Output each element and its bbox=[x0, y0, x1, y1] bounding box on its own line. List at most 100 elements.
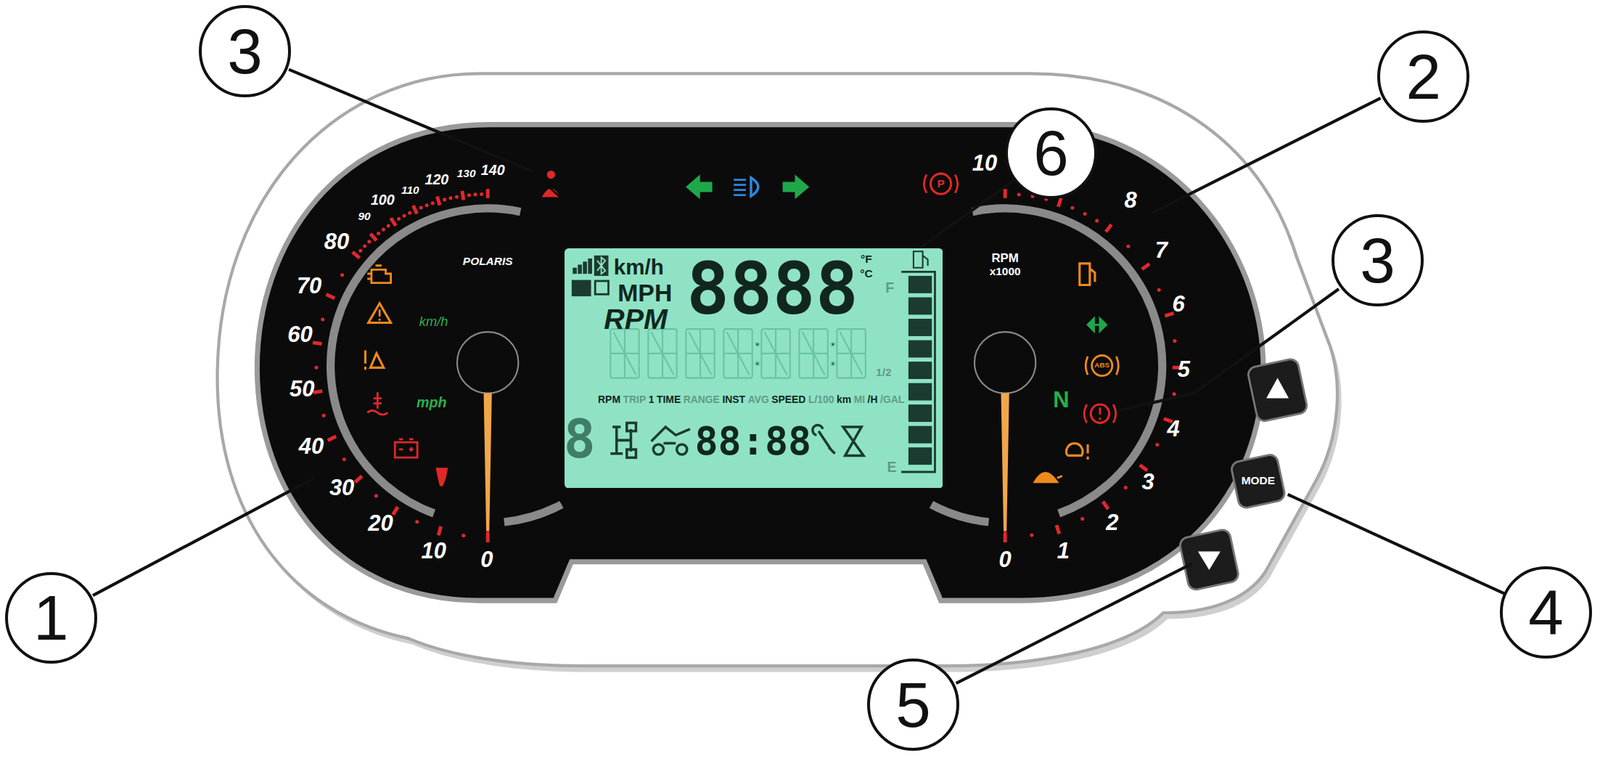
warning-lamp bbox=[733, 179, 746, 196]
warning-lamp bbox=[782, 174, 810, 200]
warning-lamp bbox=[923, 174, 958, 194]
fuel-cell bbox=[908, 446, 932, 465]
scale-mark bbox=[1080, 516, 1085, 521]
scale-mark bbox=[362, 243, 367, 248]
scale-number: 120 bbox=[424, 172, 449, 188]
segment-ghost bbox=[830, 342, 835, 347]
warning-lamp bbox=[378, 309, 381, 320]
scale-number: 2 bbox=[1105, 511, 1119, 535]
scale-mark bbox=[1142, 264, 1150, 270]
warning-lamp bbox=[1034, 472, 1063, 482]
callout-number: 5 bbox=[895, 672, 931, 736]
scale-band bbox=[972, 208, 1163, 514]
scale-mark bbox=[402, 214, 407, 218]
leader-line bbox=[1287, 494, 1505, 593]
segment-ghost bbox=[836, 328, 865, 379]
scale-mark bbox=[342, 457, 347, 461]
scale-mark bbox=[431, 200, 435, 205]
warning-lamp bbox=[1092, 355, 1113, 376]
scale-mark bbox=[1157, 288, 1161, 292]
fuel-cell bbox=[908, 425, 932, 443]
scale-number: 0 bbox=[999, 547, 1012, 571]
scale-mark bbox=[326, 294, 336, 299]
callout-number: 6 bbox=[1033, 121, 1069, 185]
scale-mark bbox=[358, 248, 363, 253]
warning-lamp bbox=[435, 467, 448, 486]
lcd-icon bbox=[577, 264, 582, 274]
lcd-text: °C bbox=[859, 267, 873, 279]
lcd-panel: RPMTRIP1TIMERANGEINSTAVGSPEEDL/100kmMI/H… bbox=[564, 248, 944, 488]
control-button bbox=[1178, 357, 1308, 591]
warning-lamp bbox=[930, 173, 952, 194]
needle bbox=[1001, 393, 1010, 532]
scale-mark bbox=[425, 203, 429, 207]
scale-mark bbox=[449, 195, 453, 200]
scale-band bbox=[504, 504, 562, 522]
scale-number: 10 bbox=[420, 539, 446, 563]
lcd-text: E bbox=[887, 460, 897, 475]
control-button bbox=[1178, 528, 1240, 591]
callout-number: 2 bbox=[1405, 44, 1441, 109]
dial-face bbox=[256, 124, 1264, 601]
lcd-menu-text: TIME bbox=[656, 394, 681, 405]
lcd-icon bbox=[593, 255, 609, 276]
segment-ghost bbox=[685, 328, 715, 379]
fuel-gauge bbox=[908, 275, 932, 465]
lcd-text: 8888 bbox=[686, 253, 859, 325]
mode-button bbox=[1230, 452, 1287, 509]
segment-ghost bbox=[610, 328, 639, 379]
scale-mark bbox=[314, 365, 318, 370]
scale-number: 6 bbox=[1172, 293, 1185, 316]
callout-number: 3 bbox=[227, 19, 262, 83]
scale-mark bbox=[454, 195, 459, 199]
lcd-display bbox=[564, 248, 944, 488]
dial-label: POLARIS bbox=[462, 255, 514, 267]
warning-lamp bbox=[1084, 404, 1117, 423]
lcd-icon bbox=[572, 267, 577, 273]
scale-mark bbox=[386, 223, 391, 228]
scale-mark bbox=[486, 188, 490, 199]
scale-number: 20 bbox=[367, 512, 393, 535]
lcd-icon bbox=[626, 422, 636, 431]
lcd-icon bbox=[597, 256, 606, 274]
scale-mark bbox=[376, 231, 381, 236]
warning-lamp bbox=[367, 391, 388, 415]
scale-band bbox=[930, 504, 989, 522]
fuel-cell bbox=[908, 404, 932, 422]
dial-face bbox=[256, 124, 1264, 601]
scale-number: 80 bbox=[324, 230, 350, 254]
scale-mark bbox=[312, 342, 323, 344]
scale-mark bbox=[419, 205, 424, 209]
leader-line bbox=[956, 563, 1193, 683]
lcd-text: 88:88 bbox=[694, 421, 812, 461]
dial-label: km/h bbox=[419, 314, 449, 328]
lcd-text: km/h bbox=[613, 256, 664, 279]
warning-lamp bbox=[364, 349, 384, 370]
scale-mark bbox=[1123, 485, 1128, 490]
lcd-icon bbox=[650, 426, 690, 444]
fuel-cell bbox=[908, 275, 932, 294]
leader-line bbox=[92, 69, 1381, 683]
scale-mark bbox=[473, 192, 477, 196]
scale-mark bbox=[381, 227, 386, 232]
warning-lamp bbox=[751, 177, 759, 196]
scale-mark bbox=[442, 197, 447, 201]
lcd-menu-text: MI bbox=[854, 394, 865, 405]
scale-mark bbox=[392, 506, 398, 515]
scale-mark bbox=[1126, 244, 1130, 249]
scale-mark bbox=[1056, 524, 1060, 534]
scale-mark bbox=[1070, 206, 1074, 210]
lcd-menu-text: INST bbox=[721, 394, 746, 405]
scale-mark bbox=[438, 526, 442, 535]
needle bbox=[457, 331, 519, 393]
segment-ghost bbox=[798, 328, 828, 379]
dial-scale bbox=[312, 188, 1182, 543]
scale-number: 100 bbox=[370, 193, 395, 208]
fuel-gauge bbox=[901, 251, 935, 472]
scale-number: 130 bbox=[457, 167, 477, 179]
callout-circle: 2 bbox=[1377, 30, 1470, 123]
mode-button: MODE bbox=[1228, 451, 1288, 511]
segment-ghost bbox=[610, 328, 639, 379]
button-label: MODE bbox=[1241, 475, 1275, 487]
lcd-text: 8 bbox=[563, 412, 596, 466]
